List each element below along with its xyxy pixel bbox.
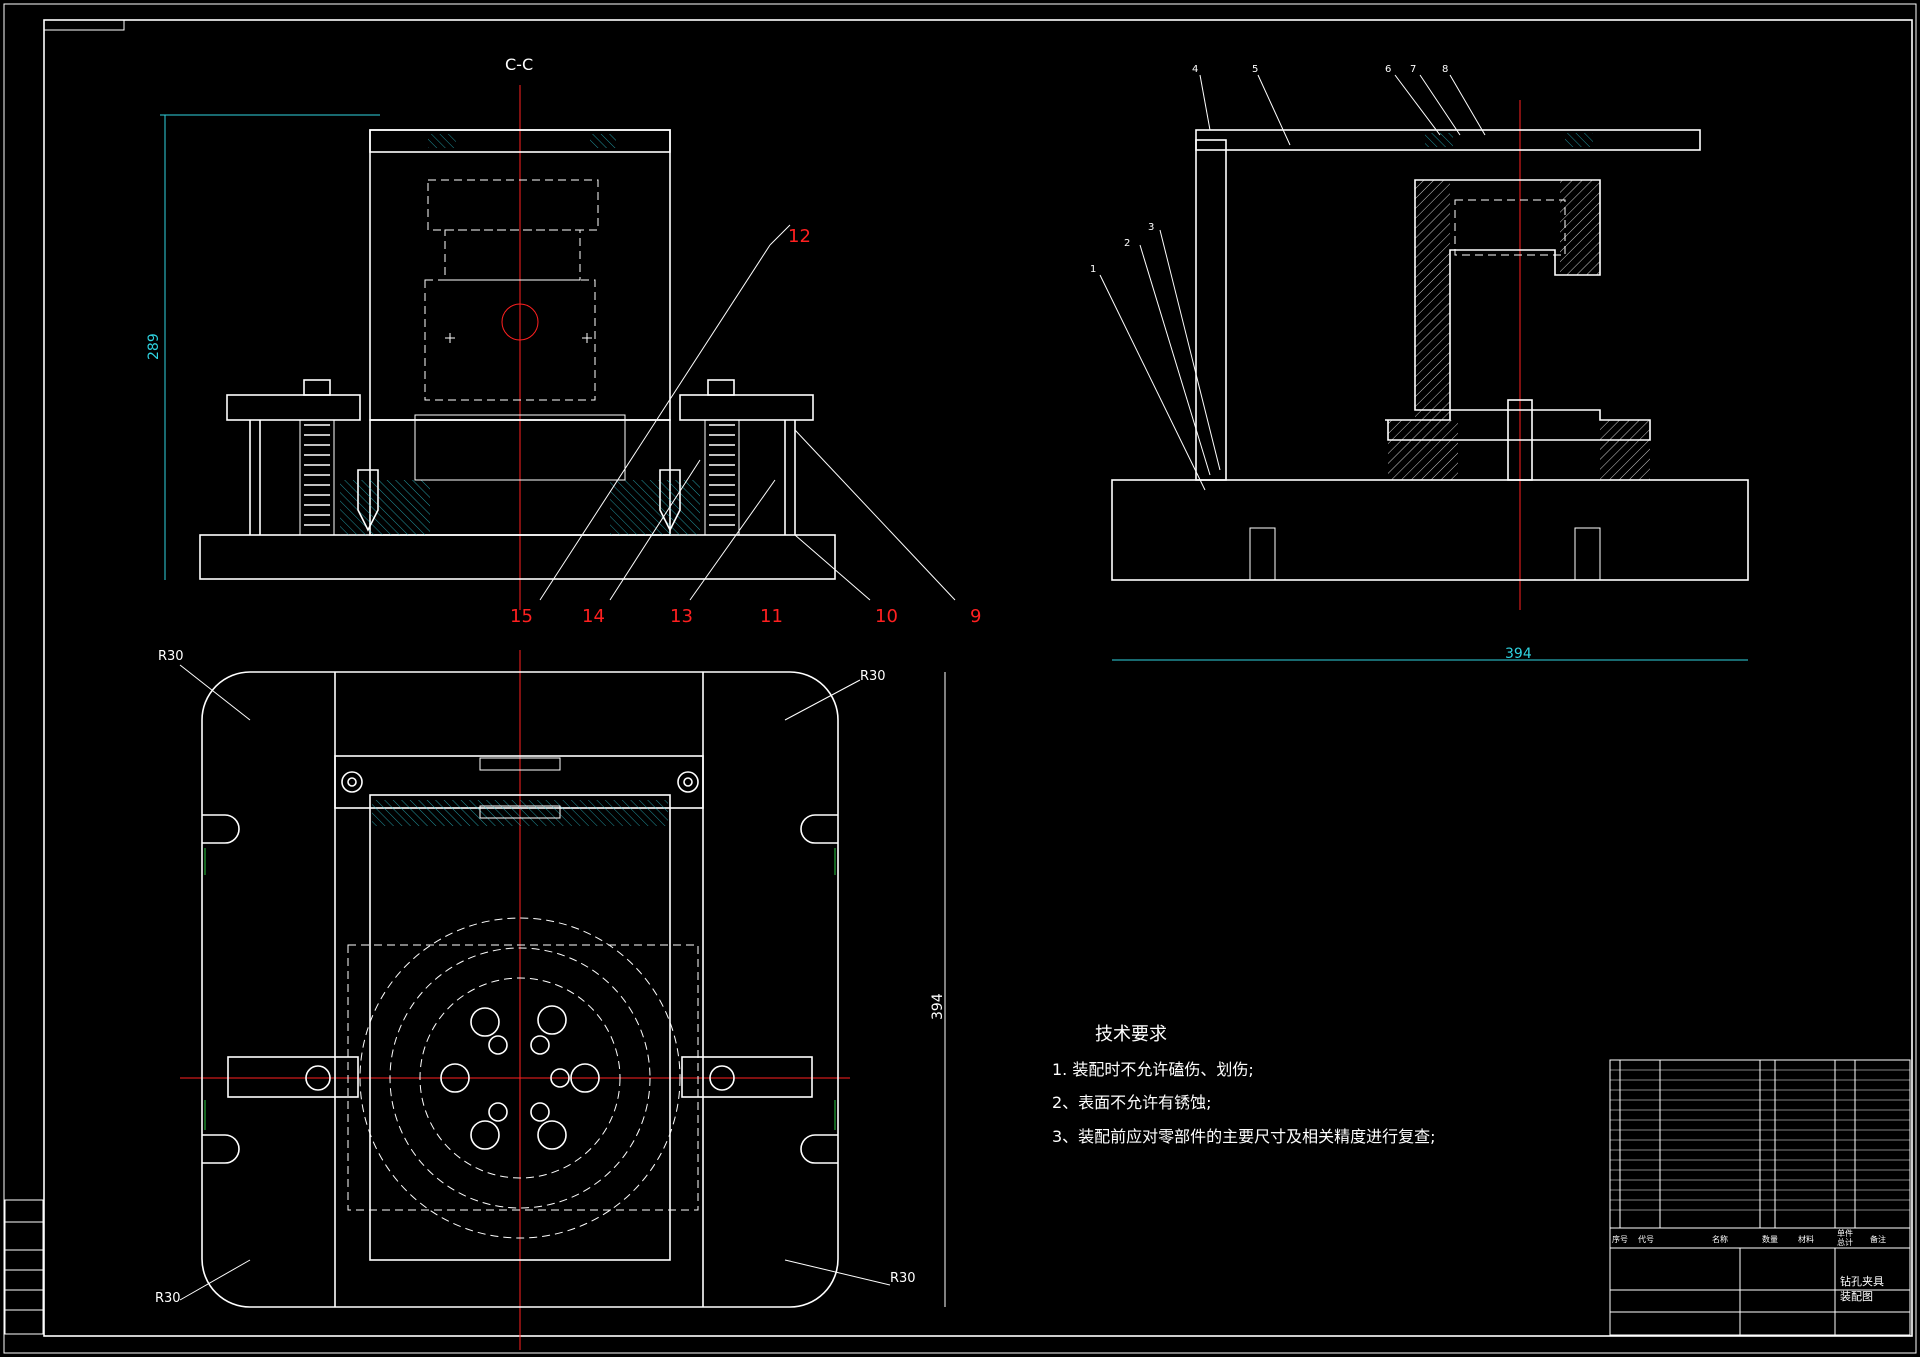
balloon-5: 5 [1252,64,1258,75]
section-label: C-C [505,55,533,74]
balloon-11: 11 [760,606,783,627]
height-dimension-label: 289 [146,333,162,360]
bom-header-0: 序号 [1612,1234,1628,1244]
bom-header-1: 代号 [1638,1234,1654,1244]
bom-header-7: 备注 [1870,1234,1886,1244]
balloon-14: 14 [582,606,605,627]
technical-requirements: 技术要求 1. 装配时不允许磕伤、划伤; 2、表面不允许有锈蚀; 3、装配前应对… [1052,1024,1436,1146]
tech-req-item-1: 1. 装配时不允许磕伤、划伤; [1052,1060,1254,1079]
balloon-3: 3 [1148,222,1154,233]
balloon-9: 9 [970,606,981,627]
radius-label-tr: R30 [860,669,886,684]
bom-header-5: 单件 [1837,1228,1853,1238]
radius-label-bl: R30 [155,1291,181,1306]
title-name-line2: 装配图 [1840,1290,1873,1303]
balloon-7: 7 [1410,64,1416,75]
plan-view: 394 [179,650,946,1350]
balloon-2: 2 [1124,238,1130,249]
tech-req-title: 技术要求 [1095,1024,1167,1045]
radius-labels: R30 R30 R30 R30 [155,649,916,1306]
sheet-outer-border [3,3,1917,1354]
balloon-13: 13 [670,606,693,627]
side-balloons: 4 5 6 7 8 1 2 3 [1090,64,1448,275]
sheet-corner-tab [43,19,125,31]
margin-stamp [4,1199,44,1335]
front-balloons: 15 14 13 11 10 9 12 [510,226,981,627]
sheet-inner-border [43,19,1913,1337]
balloon-6: 6 [1385,64,1391,75]
radius-label-tl: R30 [158,649,184,664]
balloon-8: 8 [1442,64,1448,75]
balloon-4: 4 [1192,64,1198,75]
bom-header-4: 材料 [1798,1234,1814,1244]
side-view: 394 [1099,74,1749,662]
plan-height-dimension: 394 [930,993,946,1020]
front-section-view: C-C [146,55,956,610]
bom-header-6: 总计 [1837,1237,1853,1247]
balloon-15: 15 [510,606,533,627]
title-block: 钻孔夹具 装配图 序号 代号 名称 数量 材料 单件 总计 备注 [1609,1059,1911,1336]
balloon-1: 1 [1090,264,1096,275]
title-name-line1: 钻孔夹具 [1840,1274,1884,1288]
width-dimension-label: 394 [1505,646,1532,662]
balloon-12: 12 [788,226,811,247]
bom-header-2: 名称 [1712,1234,1728,1244]
radius-label-br: R30 [890,1271,916,1286]
tech-req-item-2: 2、表面不允许有锈蚀; [1052,1093,1212,1112]
balloon-10: 10 [875,606,898,627]
bom-header-3: 数量 [1762,1234,1778,1244]
tech-req-item-3: 3、装配前应对零部件的主要尺寸及相关精度进行复查; [1052,1127,1436,1146]
top-plate-hatch [428,134,456,148]
plan-base-outline [201,671,839,1308]
